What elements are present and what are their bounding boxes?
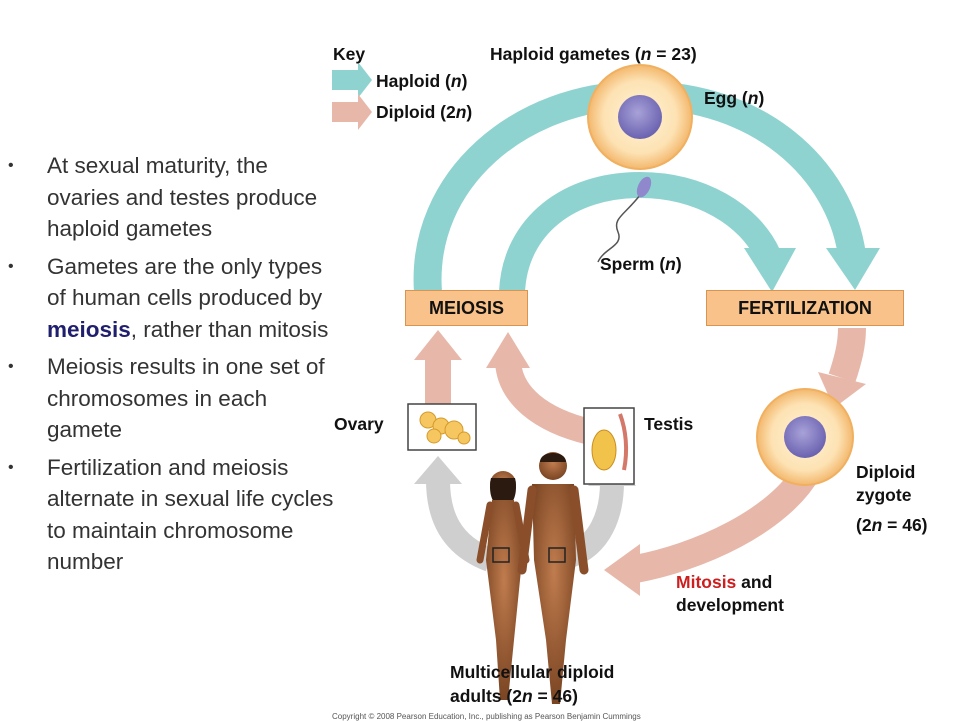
- fertilization-box: FERTILIZATION: [706, 290, 904, 326]
- ovary-icon: [407, 403, 477, 451]
- bullet-text: Meiosis results in one set of chromosome…: [47, 354, 325, 442]
- diploid-ovary-arrowhead: [414, 330, 462, 360]
- ovary-label: Ovary: [334, 414, 384, 434]
- haploid-outer-arrowhead: [826, 248, 880, 290]
- bullet-list: •At sexual maturity, the ovaries and tes…: [0, 150, 345, 584]
- testis-label: Testis: [644, 414, 694, 434]
- mitosis-label: Mitosis and: [676, 572, 773, 592]
- zygote-cell: [756, 388, 854, 486]
- bullet-item: •Meiosis results in one set of chromosom…: [8, 354, 325, 442]
- key-haploid-arrow: [332, 62, 372, 98]
- sperm-label: Sperm (n): [600, 254, 682, 274]
- bullet-text: At sexual maturity, the ovaries and test…: [47, 153, 318, 241]
- bullet-item: •At sexual maturity, the ovaries and tes…: [8, 153, 318, 241]
- key-haploid-label: Haploid (n): [376, 71, 468, 91]
- bullet-item: •Gametes are the only types of human cel…: [8, 253, 329, 342]
- egg-cell: [587, 64, 693, 170]
- copyright-notice: Copyright © 2008 Pearson Education, Inc.…: [332, 712, 641, 721]
- bullet-text: , rather than mitosis: [130, 316, 329, 342]
- gray-arrow-ovary-head: [414, 456, 462, 484]
- diploid-mitosis-arrowhead: [604, 544, 640, 596]
- key-diploid-label: Diploid (2n): [376, 102, 473, 122]
- meiosis-box: MEIOSIS: [405, 290, 528, 326]
- adults-label-line1: Multicellular diploid: [450, 662, 615, 682]
- zygote-label-line1: Diploid: [856, 462, 916, 482]
- adults-label-line2: adults (2n = 46): [450, 686, 578, 706]
- bullet-item: •Fertilization and meiosis alternate in …: [8, 454, 334, 575]
- haploid-inner-arrowhead: [744, 248, 796, 292]
- testis-icon: [583, 407, 635, 485]
- zygote-label-line2: zygote: [856, 485, 912, 505]
- zygote-count-label: (2n = 46): [856, 515, 928, 535]
- female-adult-figure: [476, 471, 530, 700]
- haploid-inner-arc: [499, 171, 780, 294]
- key-title: Key: [333, 44, 366, 64]
- development-label: development: [676, 595, 784, 615]
- bullet-text: Gametes are the only types of human cell…: [47, 253, 323, 311]
- sperm-cell: [597, 176, 652, 263]
- diploid-fertilization-to-zygote: [828, 327, 866, 383]
- bullet-text: Fertilization and meiosis alternate in s…: [47, 454, 334, 575]
- egg-label: Egg (n): [704, 88, 765, 108]
- diploid-testis-arrowhead: [486, 332, 530, 368]
- haploid-gametes-label: Haploid gametes (n = 23): [490, 44, 697, 64]
- bullet-bold: meiosis: [47, 316, 131, 342]
- diploid-mitosis-arc: [627, 462, 821, 584]
- diploid-testis-to-meiosis: [495, 360, 594, 445]
- male-adult-figure: [517, 452, 589, 704]
- key-diploid-arrow: [332, 94, 372, 130]
